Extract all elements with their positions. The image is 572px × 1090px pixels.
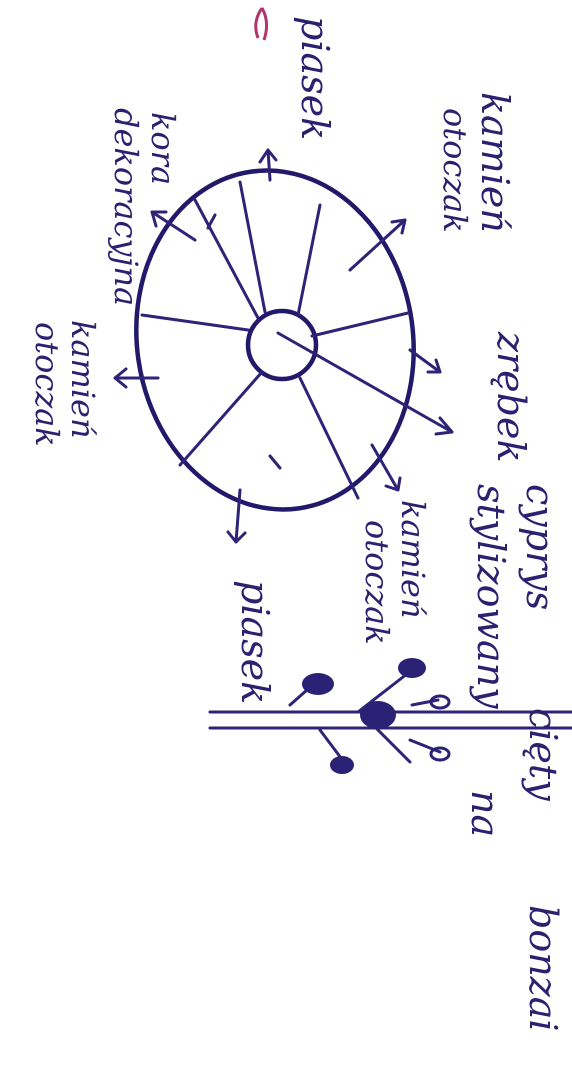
center-circle <box>248 311 316 379</box>
label-stylizowany: stylizowany <box>469 484 513 709</box>
label-kamien-left-2: otoczak <box>28 322 66 447</box>
label-bonzai: bonzai <box>521 905 565 1032</box>
mark-tick-bottom <box>270 456 280 468</box>
pencil-mark <box>256 8 267 40</box>
label-ciety: cięty <box>521 708 565 801</box>
label-kora-2: dekoracyjna <box>107 108 145 306</box>
label-kamien-left-1: kamień <box>64 320 102 439</box>
label-kamien-top-1: kamień <box>473 92 517 233</box>
label-na: na <box>463 790 507 837</box>
label-kamien-center-1: kamień <box>394 500 432 619</box>
mark-tick-left <box>208 215 215 228</box>
label-kora-1: kora <box>144 112 182 185</box>
label-kamien-center-2: otoczak <box>358 520 396 645</box>
label-cyprys: cyprys <box>518 484 562 610</box>
label-piasek-top: piasek <box>293 16 337 140</box>
arrow-piasek-top <box>260 150 276 180</box>
label-kamien-top-2: otoczak <box>436 108 474 233</box>
bed-division-lines <box>142 182 408 498</box>
label-piasek-bottom: piasek <box>233 580 277 704</box>
arrow-kamien-left <box>115 369 158 387</box>
label-zrebek: zrębek <box>489 331 533 463</box>
